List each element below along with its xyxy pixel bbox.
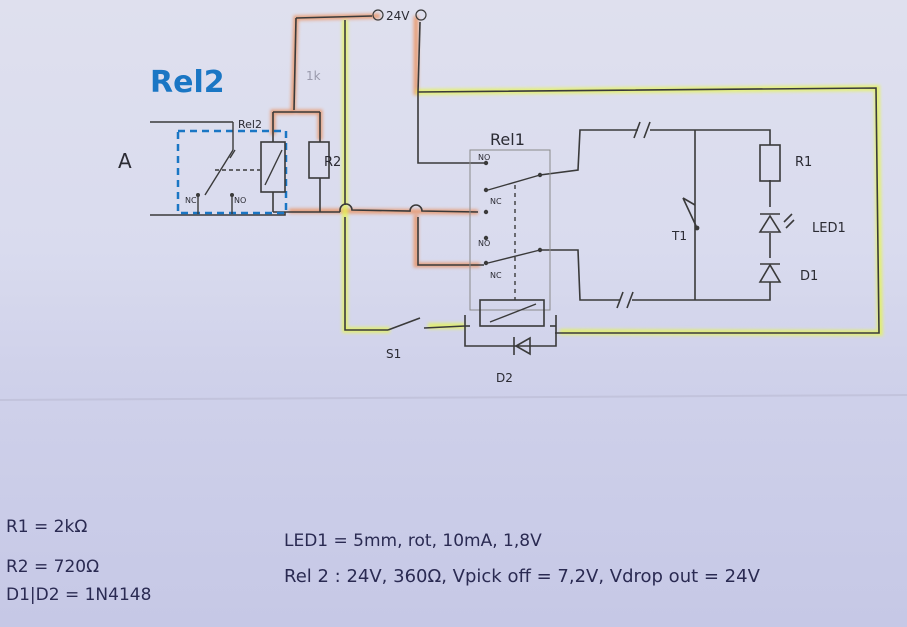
rel1-nc2-label: NC	[490, 271, 502, 280]
t1-label: T1	[671, 229, 687, 243]
rel1-label: Rel1	[490, 130, 525, 149]
led1-diode	[758, 213, 795, 233]
rel2-coil	[260, 141, 286, 193]
note-led1: LED1 = 5mm, rot, 10mA, 1,8V	[284, 531, 542, 551]
note-rel2: Rel 2 : 24V, 360Ω, Vpick off = 7,2V, Vdr…	[284, 566, 761, 587]
yellow-highlight	[342, 20, 884, 337]
capacitors	[616, 121, 651, 309]
diagram-title: Rel2	[150, 65, 225, 100]
supply-minus-icon	[415, 9, 427, 21]
s1-label: S1	[386, 347, 401, 361]
note-r2: R2 = 720Ω	[6, 557, 99, 577]
d1-label: D1	[800, 269, 818, 284]
d2-label: D2	[496, 371, 513, 385]
node-a-label: A	[118, 149, 132, 173]
wires	[150, 15, 880, 347]
rel1-no1-label: NO	[478, 153, 490, 162]
t1-switch	[682, 197, 698, 229]
r1-resistor	[759, 144, 781, 182]
supply-plus-icon	[372, 9, 384, 21]
orange-highlight	[270, 13, 480, 268]
faint-resistor-label: 1k	[306, 69, 321, 83]
rel2-nc-label: NC	[185, 196, 197, 205]
r2-resistor	[308, 141, 330, 179]
rel1-nc1-label: NC	[490, 197, 502, 206]
rel1-terminals	[483, 160, 543, 266]
note-r1: R1 = 2kΩ	[6, 517, 87, 537]
rel1-contacts	[487, 174, 541, 300]
t1-terminal	[694, 225, 700, 231]
rel1-coil-slash	[489, 303, 537, 323]
rel1-no2-label: NO	[478, 239, 490, 248]
rel2-contact	[197, 122, 260, 214]
note-diodes: D1|D2 = 1N4148	[6, 585, 151, 605]
supply-label: 24V	[386, 9, 410, 23]
rel2-contact-label: Rel2	[238, 118, 262, 131]
rel2-no-label: NO	[234, 196, 246, 205]
paper-fold	[0, 394, 907, 401]
rel2-coil-slash	[264, 149, 283, 186]
d1-diode	[758, 263, 782, 283]
rel2-no-terminal	[230, 193, 234, 197]
led1-label: LED1	[812, 221, 846, 236]
rel2-nc-terminal	[196, 193, 200, 197]
rel1-coil	[479, 299, 545, 327]
rel1-outline	[469, 149, 551, 311]
r1-label: R1	[795, 155, 812, 170]
r2-label: R2	[324, 155, 341, 170]
d2-diode	[513, 336, 531, 356]
